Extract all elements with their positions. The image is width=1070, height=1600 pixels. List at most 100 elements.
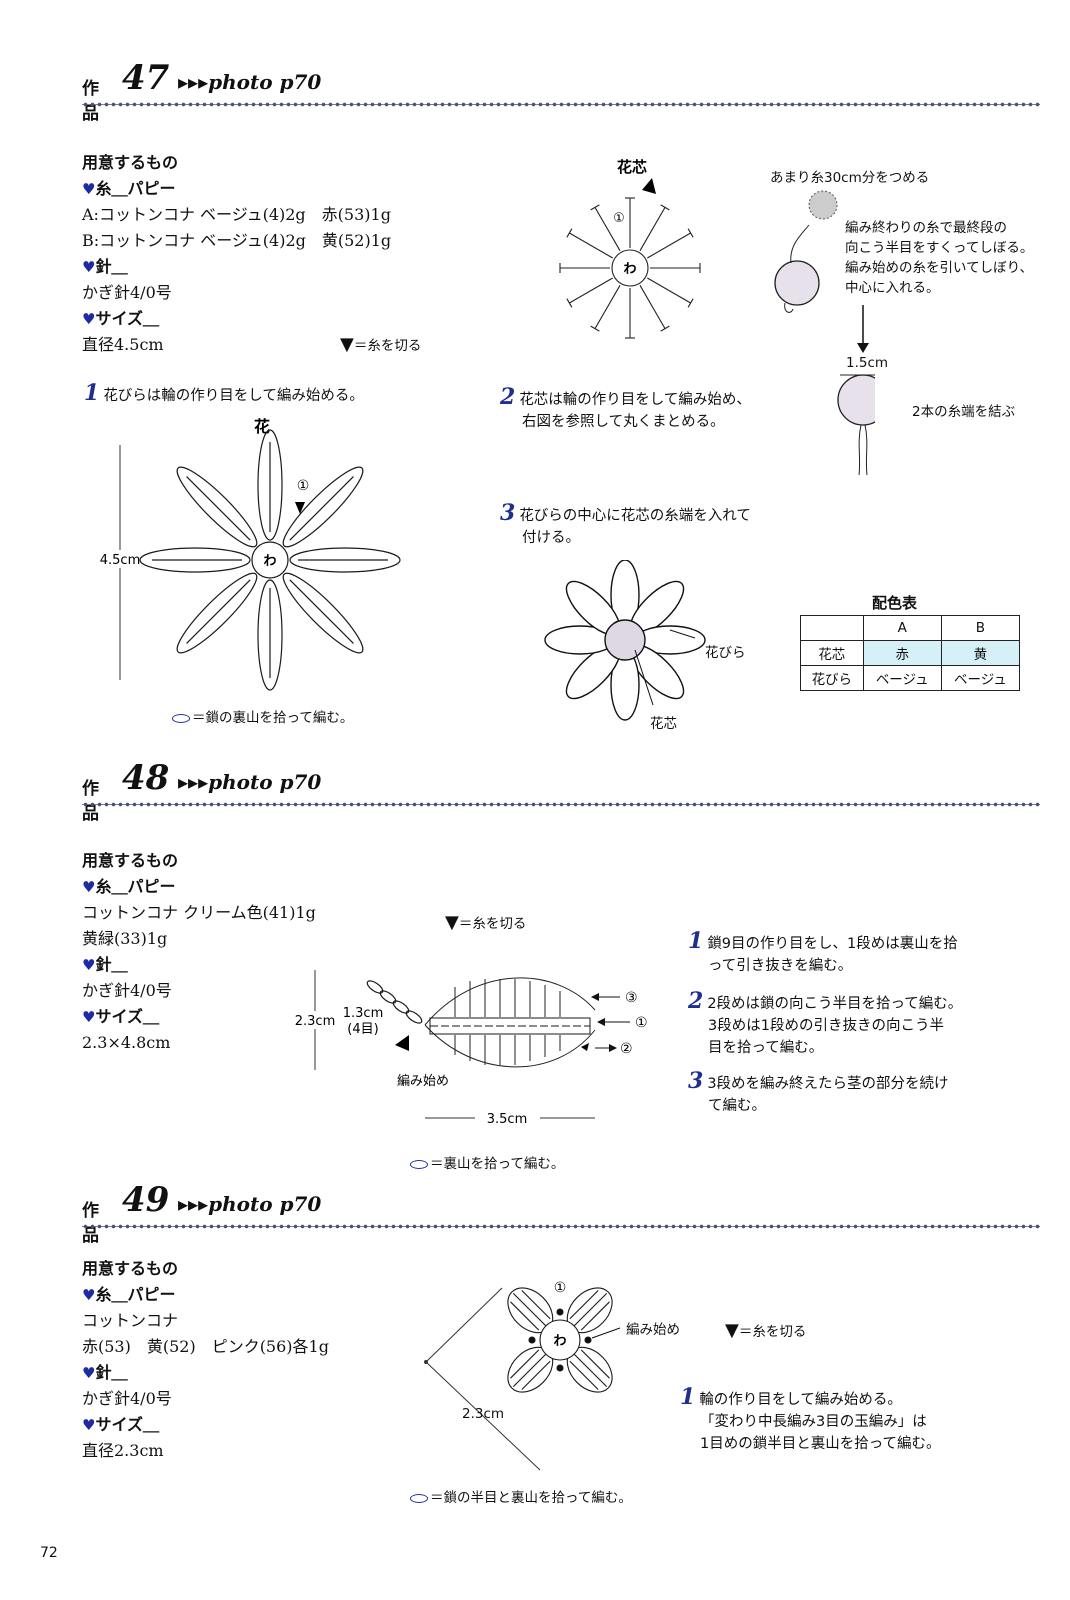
section-divider xyxy=(82,1222,1040,1231)
oval-icon xyxy=(410,1493,428,1503)
core-finish-diagram xyxy=(774,190,875,475)
small-flower-diagram: わ ① xyxy=(424,1280,621,1471)
arrow-left-icon xyxy=(591,993,599,1001)
materials-49: 用意するもの ♥糸＿パピー コットンコナ 赤(53) 黄(52) ピンク(56)… xyxy=(82,1259,329,1460)
cut-marker xyxy=(581,1043,589,1051)
heart-icon: ♥ xyxy=(82,1008,96,1026)
dimension-dot xyxy=(424,1360,428,1364)
assembled-petals xyxy=(544,560,706,721)
arrow-right-icon xyxy=(609,1044,617,1052)
finished-core xyxy=(837,374,875,426)
dimension-label: 1.3cm xyxy=(343,1006,384,1021)
yarn-end xyxy=(784,302,794,313)
start-label: 編み始め xyxy=(626,1322,680,1338)
core-ball xyxy=(774,260,820,306)
triangle-down-icon: ▼ xyxy=(340,334,354,355)
heart-icon: ♥ xyxy=(82,878,96,896)
round-1-label: ① xyxy=(635,1015,648,1031)
ring-label: わ xyxy=(623,262,636,277)
round-2-label: ② xyxy=(620,1041,633,1057)
needle-value: かぎ針4/0号 xyxy=(82,283,172,302)
ring-label: わ xyxy=(553,1334,566,1349)
core-finish-notes: 編み終わりの糸で最終段の 向こう半目をすくってしぼる。 編み始めの糸を引いてしぼ… xyxy=(845,220,1034,296)
cut-marker xyxy=(395,1035,409,1051)
table-row: 花びら ベージュ ベージュ xyxy=(800,665,1021,691)
size-heading: サイズ＿ xyxy=(95,309,159,328)
leader-line xyxy=(669,629,696,639)
triangle-down-icon: ▼ xyxy=(445,912,459,933)
back-loop-note: ＝裏山を拾って編む。 xyxy=(410,1152,564,1172)
section-divider xyxy=(82,100,1040,109)
stuffing-ball xyxy=(808,190,838,220)
round-1-label: ① xyxy=(554,1280,567,1296)
flower-diagram: 花 4.5cm わ ① xyxy=(95,417,401,691)
petal-label: 花びら xyxy=(705,645,746,661)
heart-icon: ♥ xyxy=(82,258,96,276)
leaf-diagram: 2.3cm 1.3cm (4目) ③ ① ② 編み始め 3.5cm xyxy=(289,970,648,1127)
yarn-tail xyxy=(864,424,868,475)
cut-legend: ▼＝糸を切る xyxy=(725,1320,807,1341)
core-label: 花芯 xyxy=(617,158,647,176)
heart-icon: ♥ xyxy=(82,1364,96,1382)
stuff-note: あまり糸30cm分をつめる xyxy=(770,170,930,186)
leaf-bottom-edge xyxy=(424,1024,596,1068)
needle-heading: 針＿ xyxy=(95,257,128,276)
oval-icon xyxy=(410,1159,428,1169)
size-value: 直径4.5cm xyxy=(82,335,164,354)
dimension-label: 2.3cm xyxy=(295,1014,336,1029)
yarn-tail xyxy=(858,424,862,475)
center-label: 花芯 xyxy=(650,716,677,732)
table-row: A B xyxy=(800,615,1021,641)
stem-chains xyxy=(366,980,423,1024)
arrow-left-icon xyxy=(597,1018,605,1026)
cut-legend: ▼＝糸を切る xyxy=(340,334,422,355)
cut-legend: ▼＝糸を切る xyxy=(445,912,527,933)
dimension-label: (4目) xyxy=(347,1022,378,1037)
materials-47: 用意するもの ♥糸＿パピー A:コットンコナ ベージュ(4)2g 赤(53)1g… xyxy=(82,150,391,358)
chain-note: ＝鎖の裏山を拾って編む。 xyxy=(172,706,353,726)
heart-icon: ♥ xyxy=(82,180,96,198)
materials-48: 用意するもの ♥糸＿パピー コットンコナ クリーム色(41)1g 黄緑(33)1… xyxy=(82,851,316,1052)
round-1-label: ① xyxy=(613,211,625,226)
section-divider xyxy=(82,800,1040,809)
petal-group xyxy=(139,429,401,691)
heart-icon: ♥ xyxy=(82,1286,96,1304)
tie-note: 2本の糸端を結ぶ xyxy=(912,404,1016,420)
arrow-down-icon xyxy=(857,343,869,353)
materials-title: 用意するもの xyxy=(82,153,179,172)
cut-marker xyxy=(642,178,656,194)
leader-line xyxy=(634,649,654,706)
flower-label: 花 xyxy=(254,417,270,436)
table-row: 花芯 赤 黄 xyxy=(800,640,1021,666)
dimension-line xyxy=(425,1287,503,1363)
leader-line xyxy=(591,1327,621,1339)
color-table-title: 配色表 xyxy=(872,594,918,612)
triangle-down-icon: ▼ xyxy=(725,1320,739,1341)
sakuhin-label: 作品 xyxy=(82,79,99,124)
photo-ref: ▸▸▸photo p70 xyxy=(178,70,322,94)
color-table: A B 花芯 赤 黄 花びら ベージュ ベージュ xyxy=(800,615,1021,691)
dimension-label: 2.3cm xyxy=(462,1406,505,1422)
leaf-top-edge xyxy=(424,977,596,1026)
page-number: 72 xyxy=(40,1545,58,1561)
yarn-b: B:コットンコナ ベージュ(4)2g 黄(52)1g xyxy=(82,231,392,250)
core-stitches xyxy=(559,197,701,339)
dimension-label: 1.5cm xyxy=(846,355,889,371)
item-number: 47 xyxy=(122,58,170,98)
start-label: 編み始め xyxy=(397,1073,449,1089)
round-3-label: ③ xyxy=(625,990,638,1006)
assembled-flower xyxy=(544,560,706,721)
leaf-stitches xyxy=(454,979,561,1065)
ring-label: わ xyxy=(263,554,276,569)
yarn-end xyxy=(790,224,810,264)
half-loop-note: ＝鎖の半目と裏山を拾って編む。 xyxy=(410,1486,632,1506)
heart-icon: ♥ xyxy=(82,956,96,974)
core-diagram: 花芯 わ ① xyxy=(559,158,701,339)
oval-icon xyxy=(172,713,190,723)
